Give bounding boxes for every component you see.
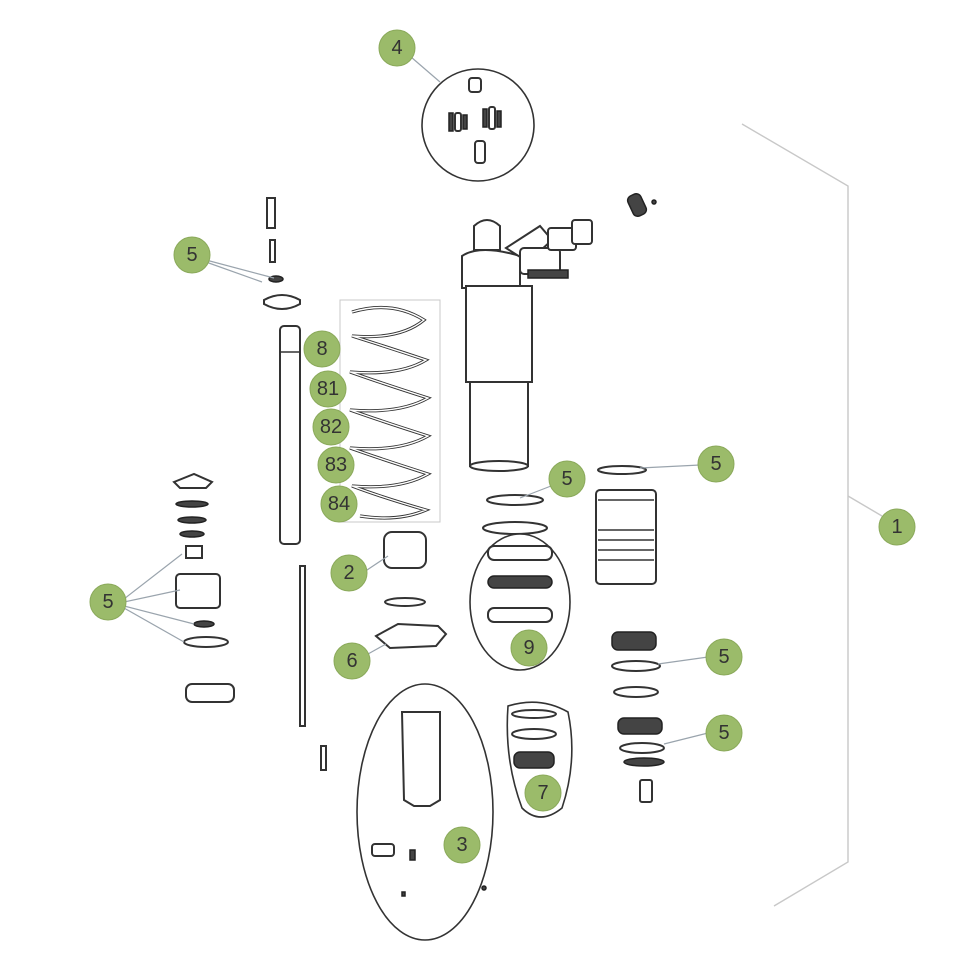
bumper-parts xyxy=(374,531,448,650)
callout-1-label: 1 xyxy=(891,516,902,538)
callout-5-label: 5 xyxy=(710,453,721,475)
coil-spring xyxy=(339,299,441,523)
piston-group xyxy=(469,533,571,671)
callout-6-label: 6 xyxy=(346,650,357,672)
callout-4-label: 4 xyxy=(391,37,402,59)
callout-5-top-left: 5 xyxy=(173,236,211,274)
callout-3-label: 3 xyxy=(456,834,467,856)
callout-5-center: 5 xyxy=(548,460,586,498)
callout-7: 7 xyxy=(524,774,562,812)
callout-6: 6 xyxy=(333,642,371,680)
seal-rings xyxy=(482,494,548,535)
reservoir-seals-group xyxy=(421,68,535,182)
callout-3: 3 xyxy=(443,826,481,864)
leader-lines xyxy=(123,56,709,745)
callout-82: 82 xyxy=(312,408,350,446)
callout-5-label: 5 xyxy=(186,244,197,266)
callout-2-label: 2 xyxy=(343,562,354,584)
callout-5-right-bottom: 5 xyxy=(705,714,743,752)
callout-5-left: 5 xyxy=(89,583,127,621)
callout-8: 8 xyxy=(303,330,341,368)
callout-8-label: 8 xyxy=(316,338,327,360)
callout-82-label: 82 xyxy=(320,416,342,438)
assembly-bracket xyxy=(741,123,883,907)
callout-5-label: 5 xyxy=(102,591,113,613)
callout-5-label: 5 xyxy=(718,722,729,744)
callout-81-label: 81 xyxy=(317,378,339,400)
callout-9: 9 xyxy=(510,629,548,667)
callout-4: 4 xyxy=(378,29,416,67)
callout-84-label: 84 xyxy=(328,493,350,515)
callout-9-label: 9 xyxy=(523,637,534,659)
reservoir-sleeve xyxy=(595,465,657,585)
callout-1: 1 xyxy=(878,508,916,546)
callout-84: 84 xyxy=(320,485,358,523)
callout-83-label: 83 xyxy=(325,454,347,476)
callout-2: 2 xyxy=(330,554,368,592)
shock-body xyxy=(461,192,657,472)
right-valve-stack xyxy=(611,631,665,803)
callout-81: 81 xyxy=(309,370,347,408)
left-parts-column xyxy=(172,472,235,703)
mounting-hardware xyxy=(356,683,494,941)
callout-5-label: 5 xyxy=(561,468,572,490)
callout-5-label: 5 xyxy=(718,646,729,668)
shaft-stack xyxy=(263,197,327,771)
callout-5-right-top: 5 xyxy=(697,445,735,483)
callout-7-label: 7 xyxy=(537,782,548,804)
callout-83: 83 xyxy=(317,446,355,484)
callout-5-right-mid: 5 xyxy=(705,638,743,676)
